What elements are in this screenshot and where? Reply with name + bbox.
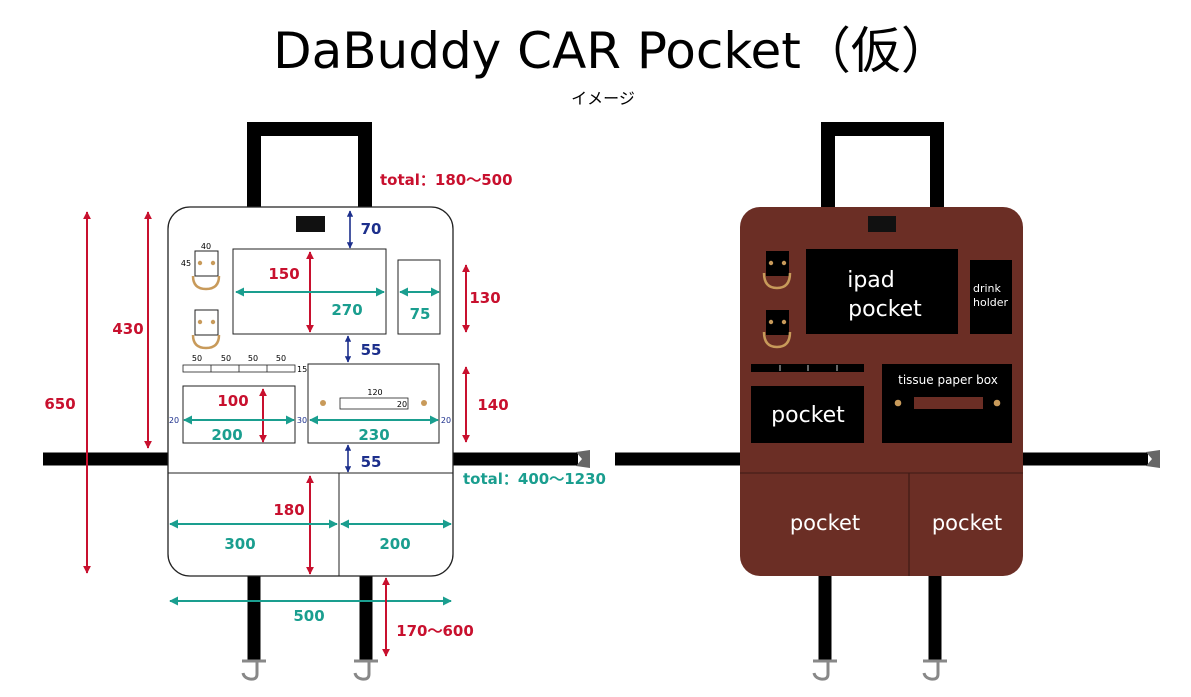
tissue-slot <box>914 397 983 409</box>
strip-label: 50 <box>221 354 231 363</box>
dim-20-right: 20 <box>441 416 451 425</box>
strip-label: 50 <box>248 354 258 363</box>
tissue-slot <box>339 397 409 410</box>
dim-leg-length: 170〜600 <box>396 622 474 640</box>
total-width-label: total：400〜1230 <box>463 470 606 488</box>
strip-label: 50 <box>192 354 202 363</box>
logo-badge <box>868 216 896 232</box>
hook-icon <box>922 659 947 681</box>
dim-55-middle: 55 <box>361 341 382 359</box>
logo-badge <box>296 216 325 232</box>
hook-holder <box>194 309 219 336</box>
dim-55-lower: 55 <box>361 453 382 471</box>
dim-30-mid: 30 <box>297 416 307 425</box>
page-title: DaBuddy CAR Pocket（仮） <box>273 22 951 80</box>
top-strap <box>821 122 944 215</box>
dim-70: 70 <box>361 220 382 238</box>
drink-holder <box>970 260 1012 334</box>
hook-width-label: 40 <box>201 242 211 251</box>
d-ring-icon <box>762 331 792 349</box>
ipad-pocket-label: pocket <box>848 297 922 322</box>
page-subtitle: イメージ <box>571 89 635 108</box>
dim-140: 140 <box>477 396 508 414</box>
dim-650: 650 <box>44 395 75 413</box>
strip-height-label: 15 <box>297 365 307 374</box>
ipad-pocket-label: ipad <box>847 268 895 293</box>
dim-20-left: 20 <box>169 416 179 425</box>
dim-300: 300 <box>224 535 255 553</box>
pocket-small <box>751 386 864 443</box>
hook-holder <box>766 310 789 335</box>
slot-width-label: 120 <box>367 388 382 397</box>
dim-200-pocket: 200 <box>211 426 242 444</box>
dim-200-bottom: 200 <box>379 535 410 553</box>
hook-holder <box>194 250 219 277</box>
d-ring-icon <box>191 334 221 350</box>
dim-150: 150 <box>268 265 299 283</box>
drink-holder-label: drink <box>973 282 1002 295</box>
slot-height-label: 20 <box>397 400 407 409</box>
top-strap <box>247 122 372 215</box>
total-height-label: total：180〜500 <box>380 171 513 189</box>
dim-230: 230 <box>358 426 389 444</box>
bottom-left-pocket-label: pocket <box>790 511 860 535</box>
dim-100: 100 <box>217 392 248 410</box>
tissue-box-label: tissue paper box <box>898 373 998 387</box>
pocket-label: pocket <box>771 403 845 428</box>
dim-270: 270 <box>331 301 362 319</box>
dim-180: 180 <box>273 501 304 519</box>
hook-icon <box>812 659 837 681</box>
d-ring-icon <box>762 272 792 290</box>
d-ring-icon <box>191 275 221 291</box>
dim-430: 430 <box>112 320 143 338</box>
bottom-right-pocket-label: pocket <box>932 511 1002 535</box>
hook-holder <box>766 251 789 276</box>
pocket-small <box>182 385 296 444</box>
dim-75: 75 <box>410 305 431 323</box>
drink-holder-label: holder <box>973 296 1009 309</box>
hook-icon <box>353 659 378 681</box>
hook-icon <box>241 659 266 681</box>
dim-500: 500 <box>293 607 324 625</box>
dim-130: 130 <box>469 289 500 307</box>
left-spec-diagram: 40 45 50 50 50 50 15 120 20 <box>43 122 606 681</box>
strip-label: 50 <box>276 354 286 363</box>
drink-holder <box>397 259 441 335</box>
ipad-pocket <box>806 249 958 334</box>
right-product-image: ipad pocket drink holder pocket tissue p… <box>615 122 1160 681</box>
buckle-icon <box>576 450 590 468</box>
hook-height-label: 45 <box>181 259 191 268</box>
pen-strip <box>751 364 864 372</box>
buckle-icon <box>1146 450 1160 468</box>
